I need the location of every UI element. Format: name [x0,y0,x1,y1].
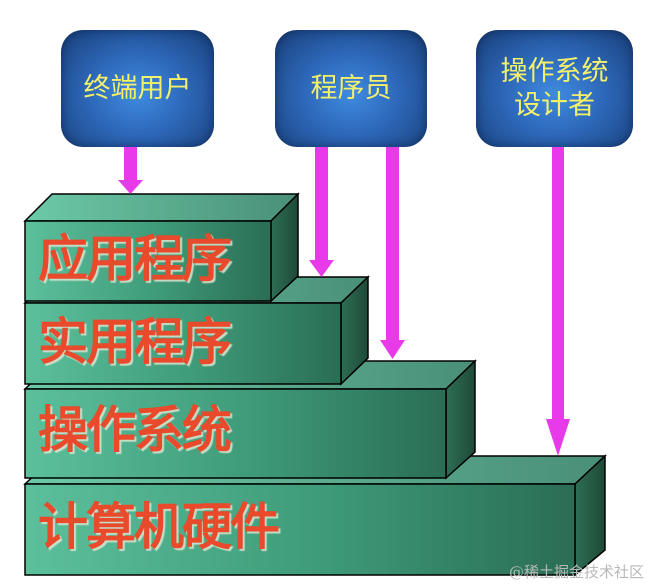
role-programmer-label: 程序员 [310,72,392,104]
layer-application-block [23,192,300,303]
layer-utility-label: 实用程序 [38,313,232,371]
arrow-icon [546,146,570,456]
role-os-designer-label-line2: 设计者 [514,89,595,121]
layer-os-label: 操作系统 [38,401,232,459]
watermark: @稀土掘金技术社区 [508,563,644,581]
arrow-icon [380,146,405,359]
layer-application-label: 应用程序 [38,230,232,288]
role-end-user-label: 终端用户 [83,72,192,104]
arrow-icon [118,146,143,194]
role-programmer: 程序员 [275,30,427,147]
role-os-designer-label-line1: 操作系统 [500,55,609,87]
layer-hardware-label: 计算机硬件 [38,498,280,556]
role-end-user: 终端用户 [61,30,214,147]
arrow-icon [309,146,334,277]
role-os-designer: 操作系统 设计者 [476,30,633,147]
